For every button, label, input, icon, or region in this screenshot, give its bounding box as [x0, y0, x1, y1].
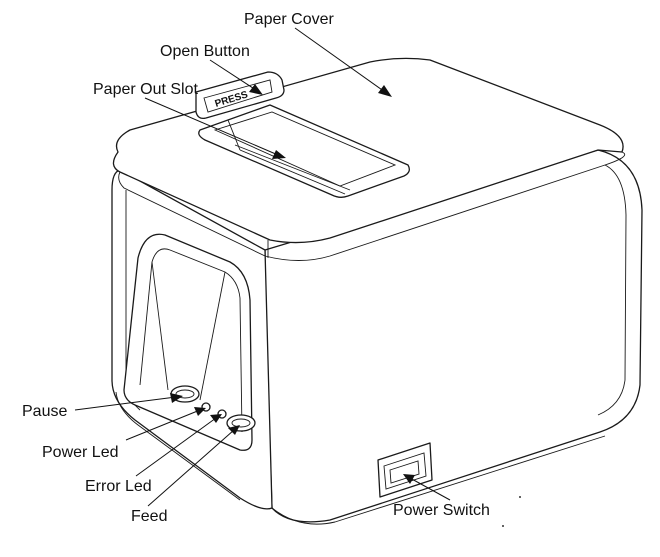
label-paper-cover: Paper Cover: [244, 11, 334, 28]
open-button[interactable]: PRESS: [195, 71, 285, 120]
label-power-led: Power Led: [42, 444, 119, 461]
label-feed: Feed: [131, 508, 167, 525]
label-open-button: Open Button: [160, 43, 250, 60]
scan-dot: [519, 496, 521, 498]
label-error-led: Error Led: [85, 478, 152, 495]
label-power-switch: Power Switch: [393, 502, 490, 519]
label-paper-out-slot: Paper Out Slot: [93, 81, 199, 98]
leader-lines: [74, 27, 451, 507]
power-switch[interactable]: [377, 442, 433, 498]
scan-dot: [502, 525, 504, 527]
callout-labels: Paper Cover Open Button Paper Out Slot P…: [22, 11, 490, 525]
label-pause: Pause: [22, 403, 67, 420]
paper-out-slot: [198, 104, 410, 198]
